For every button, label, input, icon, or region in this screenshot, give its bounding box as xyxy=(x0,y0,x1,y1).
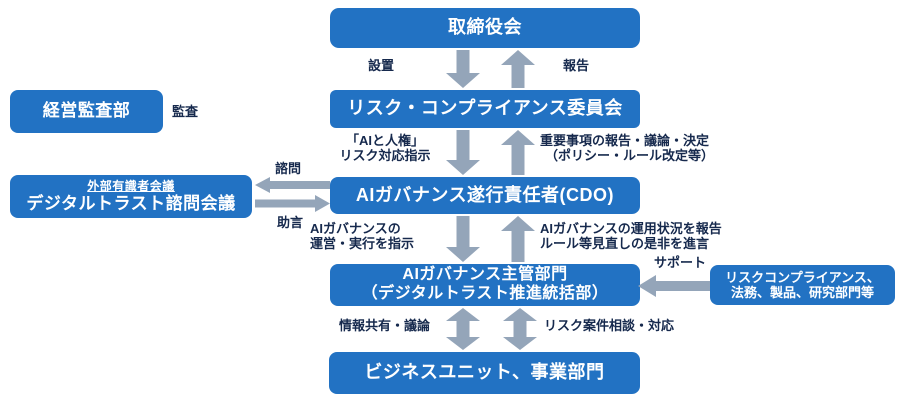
label-important-matters-line2: （ポリシー・ルール改定等） xyxy=(545,148,715,163)
support-depts-line2: 法務、製品、研究部門等 xyxy=(730,285,874,300)
arrow-down-icon xyxy=(446,50,480,88)
ai-governance-dept-box: AIガバナンス主管部門 （デジタルトラスト推進統括部） xyxy=(330,264,640,306)
arrow-updown-icon xyxy=(503,308,537,350)
label-risk-consult: リスク案件相談・対応 xyxy=(544,318,675,333)
arrow-left-icon xyxy=(638,275,710,297)
label-operation-status-line1: AIガバナンスの運用状況を報告 xyxy=(540,221,722,236)
arrow-left-icon xyxy=(255,177,330,193)
label-operate-execute-line1: AIガバナンスの xyxy=(310,221,401,236)
board-of-directors-box: 取締役会 xyxy=(330,8,640,48)
support-depts-line1: リスクコンプライアンス、 xyxy=(725,269,880,285)
label-audit: 監査 xyxy=(172,104,199,119)
arrow-down-icon xyxy=(446,216,480,262)
label-ai-human-rights: 「AIと人権」 リスク対応指示 xyxy=(325,133,445,163)
cdo-box: AIガバナンス遂行責任者(CDO) xyxy=(330,177,640,214)
arrow-updown-icon xyxy=(446,308,480,350)
label-operation-status: AIガバナンスの運用状況を報告 ルール等見直しの是非を進言 xyxy=(540,221,722,251)
label-support: サポート xyxy=(654,255,707,270)
support-depts-box: リスクコンプライアンス、 法務、製品、研究部門等 xyxy=(710,265,895,305)
label-important-matters: 重要事項の報告・議論・決定 （ポリシー・ルール改定等） xyxy=(540,133,714,163)
label-ai-human-rights-line1: 「AIと人権」 xyxy=(345,133,424,148)
ai-governance-dept-line1: AIガバナンス主管部門 xyxy=(402,266,568,284)
arrow-up-icon xyxy=(501,50,535,88)
risk-compliance-committee-box: リスク・コンプライアンス委員会 xyxy=(330,90,640,128)
label-operation-status-line2: ルール等見直しの是非を進言 xyxy=(540,236,710,251)
label-establish: 設置 xyxy=(368,58,395,73)
label-advice: 助言 xyxy=(277,215,304,230)
label-report: 報告 xyxy=(563,58,590,73)
label-operate-execute: AIガバナンスの 運営・実行を指示 xyxy=(310,221,414,251)
arrow-up-icon xyxy=(501,216,535,262)
label-ai-human-rights-line2: リスク対応指示 xyxy=(339,148,431,163)
label-important-matters-line1: 重要事項の報告・議論・決定 xyxy=(540,133,710,148)
advisory-council-line1: 外部有識者会議 xyxy=(87,179,175,193)
ai-governance-dept-line2: （デジタルトラスト推進統括部） xyxy=(361,285,609,302)
arrow-down-icon xyxy=(446,130,480,175)
arrow-up-icon xyxy=(501,130,535,175)
advisory-council-line2: デジタルトラスト諮問会議 xyxy=(26,194,236,213)
label-info-sharing: 情報共有・議論 xyxy=(339,318,431,333)
management-audit-box: 経営監査部 xyxy=(10,90,163,133)
arrow-right-icon xyxy=(255,195,330,212)
label-consultation: 諮問 xyxy=(275,161,302,176)
business-unit-box: ビジネスユニット、事業部門 xyxy=(329,352,640,394)
advisory-council-box: 外部有識者会議 デジタルトラスト諮問会議 xyxy=(10,175,252,218)
label-operate-execute-line2: 運営・実行を指示 xyxy=(310,236,415,251)
